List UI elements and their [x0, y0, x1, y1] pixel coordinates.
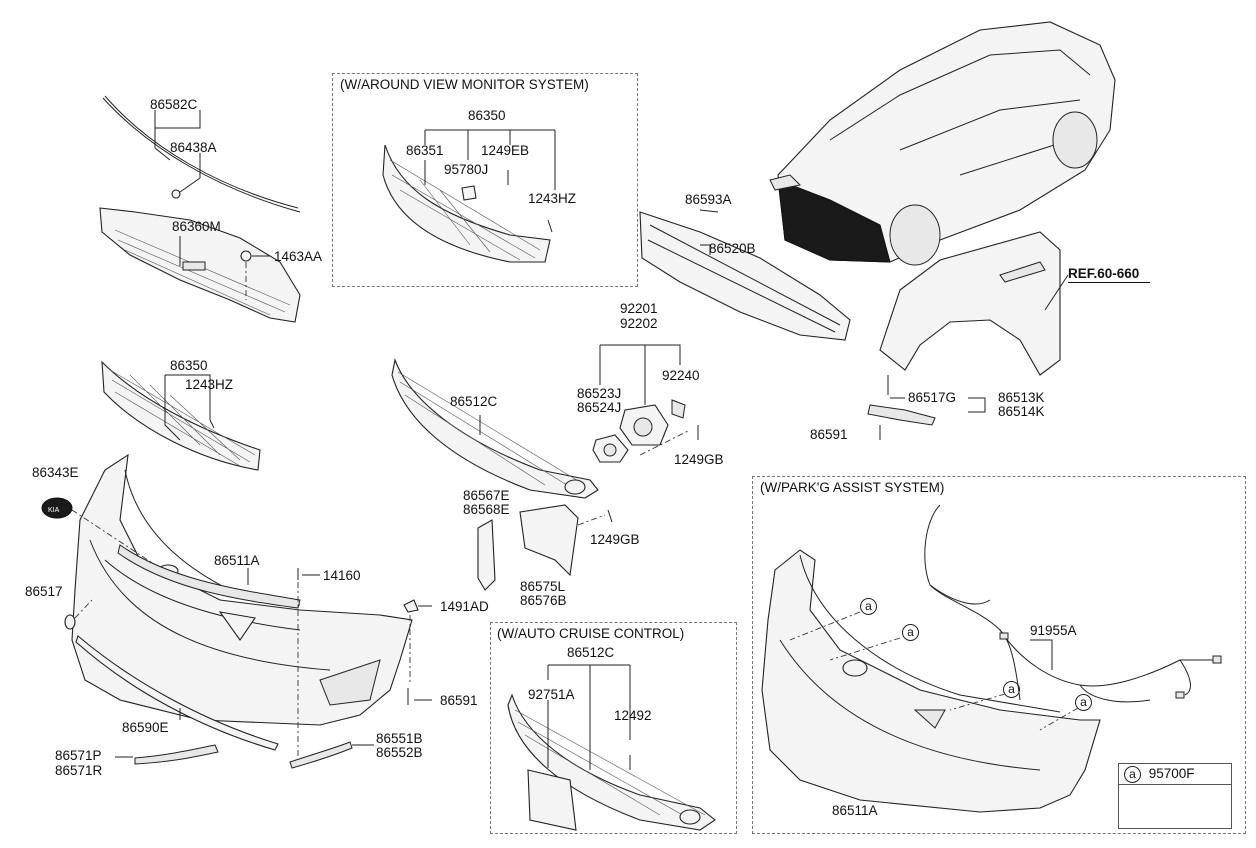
label-86343E: 86343E: [32, 465, 79, 480]
label-86517: 86517: [25, 584, 63, 599]
label-86571P: 86571P: [55, 748, 102, 763]
label-86360M: 86360M: [172, 219, 221, 234]
label-86567E: 86567E: [463, 488, 510, 503]
label-86513K: 86513K: [998, 390, 1045, 405]
label-86591-main: 86591: [440, 693, 478, 708]
reference-underline: [1068, 282, 1150, 283]
energy-absorber-86520B: [639, 211, 851, 341]
label-86591-right: 86591: [810, 427, 848, 442]
lower-lip-86590E: [75, 635, 279, 751]
label-avm-95780J: 95780J: [444, 162, 489, 177]
label-86511A-main: 86511A: [214, 553, 260, 568]
grille-86350: [101, 360, 261, 471]
label-86524J: 86524J: [577, 400, 622, 415]
label-86551B: 86551B: [376, 731, 423, 746]
label-86552B: 86552B: [376, 745, 423, 760]
label-86523J: 86523J: [577, 386, 622, 401]
pas-bumper: [761, 549, 1101, 813]
legend-row: a 95700F: [1124, 766, 1195, 783]
label-1249GB-b: 1249GB: [590, 532, 640, 547]
marker-a-4: a: [1075, 694, 1092, 712]
label-avm-86350: 86350: [468, 108, 506, 123]
label-1491AD: 1491AD: [440, 599, 489, 614]
label-14160: 14160: [323, 568, 361, 583]
label-86512C-main: 86512C: [450, 394, 498, 409]
front-bumper-86511A: [71, 453, 413, 726]
bracket-86567E: [477, 519, 496, 591]
legend-part-label: 95700F: [1148, 766, 1195, 782]
label-1463AA: 1463AA: [274, 249, 323, 264]
label-86568E: 86568E: [463, 502, 510, 517]
reference-label: REF.60-660: [1068, 266, 1140, 281]
label-86593A: 86593A: [685, 192, 732, 207]
label-86520B: 86520B: [709, 241, 756, 256]
label-avm-1249EB: 1249EB: [481, 143, 530, 158]
emblem-86343E: [41, 497, 73, 519]
label-scc-86512C: 86512C: [567, 645, 615, 660]
label-1249GB-a: 1249GB: [674, 452, 724, 467]
clip-86438A: [171, 189, 181, 199]
avm-grille: [382, 144, 551, 263]
label-86575L: 86575L: [520, 579, 566, 594]
label-86517G: 86517G: [908, 390, 957, 405]
lower-grille-86512C: [391, 358, 599, 499]
label-92201: 92201: [620, 301, 658, 316]
label-pas-86511A: 86511A: [832, 803, 878, 818]
label-scc-92751A: 92751A: [528, 687, 575, 702]
label-avm-1243HZ: 1243HZ: [528, 191, 577, 206]
label-pas-91955A: 91955A: [1030, 623, 1077, 638]
label-92202: 92202: [620, 316, 658, 331]
moulding-strip: [102, 97, 301, 213]
avm-box-title: (W/AROUND VIEW MONITOR SYSTEM): [340, 77, 589, 92]
radar-bracket-92751A: [527, 769, 577, 831]
label-86590E: 86590E: [122, 720, 169, 735]
bracket-86575L: [519, 504, 579, 577]
legend-header: [1118, 763, 1232, 785]
marker-a-3: a: [1003, 681, 1020, 699]
marker-a-2: a: [902, 624, 919, 642]
label-scc-12492: 12492: [614, 708, 652, 723]
label-86576B: 86576B: [520, 593, 567, 608]
pas-box-title: (W/PARK'G ASSIST SYSTEM): [760, 480, 945, 495]
marker-a-1: a: [860, 598, 877, 616]
avm-option-box: [332, 73, 638, 287]
label-86514K: 86514K: [998, 404, 1045, 419]
label-avm-86351: 86351: [406, 143, 444, 158]
label-86582C: 86582C: [150, 97, 198, 112]
label-86350-main: 86350: [170, 358, 208, 373]
svg-text:KIA: KIA: [48, 507, 60, 514]
fender-ref: [879, 231, 1061, 376]
scc-option-box: [490, 622, 737, 834]
label-86571R: 86571R: [55, 763, 103, 778]
label-86438A: 86438A: [170, 140, 217, 155]
label-92240: 92240: [662, 368, 700, 383]
scc-box-title: (W/AUTO CRUISE CONTROL): [497, 626, 685, 641]
legend-marker: a: [1124, 766, 1141, 783]
pas-option-box: [752, 476, 1246, 834]
label-1243HZ-main: 1243HZ: [185, 377, 234, 392]
